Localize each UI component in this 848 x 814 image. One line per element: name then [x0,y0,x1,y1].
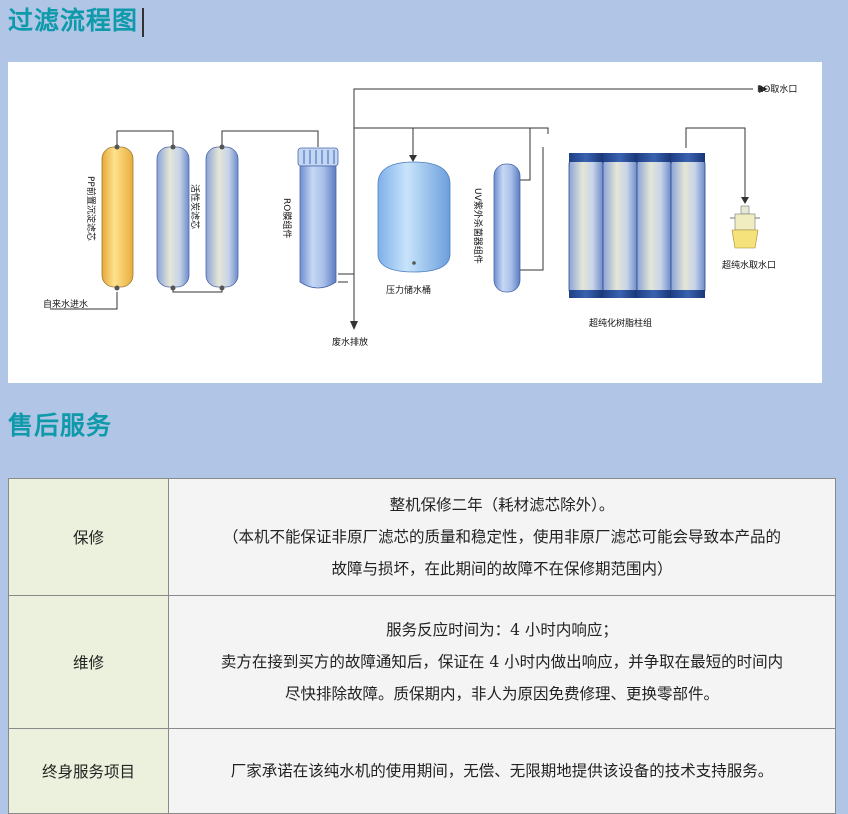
label-waste-drain: 废水排放 [332,336,368,348]
carbon-filter-1 [156,144,190,291]
waste-arrow [350,321,358,330]
table-row: 维修 服务反应时间为：4 小时内响应； 卖方在接到买方的故障通知后，保证在 4 … [8,595,836,729]
uv-bottom-pipe [520,147,544,271]
ultrapure-dispenser [730,205,760,249]
after-sales-table: 保修 整机保修二年（耗材滤芯除外）。 （本机不能保证非原厂滤芯的质量和稳定性，使… [8,478,836,814]
desc-line: 故障与损坏，在此期间的故障不在保修期范围内） [331,560,673,578]
waste-pipe [338,273,355,322]
table-row: 保修 整机保修二年（耗材滤芯除外）。 （本机不能保证非原厂滤芯的质量和稳定性，使… [8,478,836,596]
desc-line: 尽快排除故障。质保期内，非人为原因免费修理、更换零部件。 [284,685,719,703]
carbon-filter-2 [205,144,239,291]
desc-line: 整机保修二年（耗材滤芯除外）。 [389,496,615,514]
row-label-lifetime-service: 终身服务项目 [8,728,169,814]
label-pressure-tank: 压力储水桶 [386,284,431,296]
row-label-warranty: 保修 [8,478,169,596]
pipe-carbon2-to-ro [221,130,319,147]
desc-line: 服务反应时间为：4 小时内响应； [386,621,618,639]
desc-line: 厂家承诺在该纯水机的使用期间，无偿、无限期地提供该设备的技术支持服务。 [230,762,774,780]
label-pp-filter: PP前置沉淀滤芯 [85,176,97,241]
filtration-flow-diagram: RO取水口 PP前置沉淀滤芯 活性炭滤芯 RO膜组件 UV紫外杀菌器组件 压力储… [8,62,822,383]
pipe-pp-to-carbon1 [116,130,174,147]
desc-line: （本机不能保证非原厂滤芯的质量和稳定性，使用非原厂滤芯可能会导致本产品的 [222,528,781,546]
uv-sterilizer [493,163,521,293]
pipes [50,88,753,322]
filtration-flow-heading: 过滤流程图 [8,8,145,37]
pressure-tank [377,161,451,273]
resin-columns [568,153,706,298]
pp-filter [101,144,134,291]
row-label-repair: 维修 [8,595,169,729]
table-row: 终身服务项目 厂家承诺在该纯水机的使用期间，无偿、无限期地提供该设备的技术支持服… [8,728,836,814]
ro-outlet-arrow [759,85,768,93]
label-tap-inlet: 自来水进水 [43,298,88,310]
tank-arrow [409,155,417,162]
ultrapure-arrow [741,197,749,204]
uv-top-pipe [520,128,531,181]
label-resin-columns: 超纯化树脂柱组 [589,317,652,329]
label-ro-outlet: RO取水口 [757,83,797,95]
ro-membrane-housing [297,147,339,289]
label-carbon-filter: 活性炭滤芯 [189,184,201,229]
after-sales-heading: 售后服务 [8,411,113,440]
row-desc-repair: 服务反应时间为：4 小时内响应； 卖方在接到买方的故障通知后，保证在 4 小时内… [168,595,836,729]
inlet-pipe [50,292,118,310]
row-desc-lifetime-service: 厂家承诺在该纯水机的使用期间，无偿、无限期地提供该设备的技术支持服务。 [168,728,836,814]
ro-product-pipe [353,88,753,274]
flow-diagram-svg: RO取水口 PP前置沉淀滤芯 活性炭滤芯 RO膜组件 UV紫外杀菌器组件 压力储… [43,83,797,348]
label-uv-sterilizer: UV紫外杀菌器组件 [472,188,484,264]
label-ro-membrane: RO膜组件 [281,198,293,238]
pipe-to-resin [354,127,549,134]
label-ultrapure-outlet: 超纯水取水口 [722,259,776,271]
row-desc-warranty: 整机保修二年（耗材滤芯除外）。 （本机不能保证非原厂滤芯的质量和稳定性，使用非原… [168,478,836,596]
resin-to-ultrapure-pipe [685,127,746,200]
pipe-carbon1-to-carbon2 [172,287,223,293]
desc-line: 卖方在接到买方的故障通知后，保证在 4 小时内做出响应，并争取在最短的时间内 [220,653,784,671]
arrowheads [350,85,768,330]
